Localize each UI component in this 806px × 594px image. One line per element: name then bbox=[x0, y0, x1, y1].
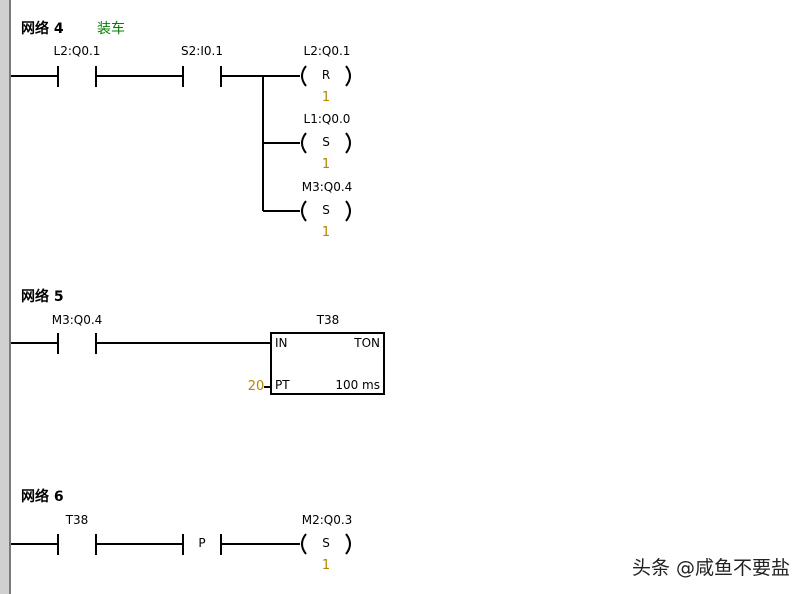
timer-box[interactable]: IN TON PT 100 ms bbox=[270, 332, 385, 395]
coil-op: S bbox=[322, 203, 330, 217]
contact-label: L2:Q0.1 bbox=[53, 44, 101, 58]
left-power-rail bbox=[0, 0, 11, 594]
timer-pt-pin: PT bbox=[275, 378, 290, 392]
contact-label: M3:Q0.4 bbox=[51, 313, 103, 327]
coil-op: R bbox=[321, 68, 331, 82]
contact-p-label: P bbox=[198, 536, 206, 550]
coil-label: M3:Q0.4 bbox=[301, 180, 353, 194]
timer-name: T38 bbox=[316, 313, 340, 327]
coil-m2-q03-right bbox=[345, 533, 351, 555]
coil-value: 1 bbox=[321, 225, 331, 240]
coil-m2-q03-left bbox=[301, 533, 307, 555]
coil-value: 1 bbox=[321, 558, 331, 573]
timer-in-pin: IN bbox=[275, 336, 288, 350]
network-4-title: 网络 4 bbox=[21, 21, 64, 37]
coil-m3-q04-right bbox=[345, 200, 351, 222]
coil-l2-q01-right bbox=[345, 65, 351, 87]
coil-label: L2:Q0.1 bbox=[303, 44, 351, 58]
coil-value: 1 bbox=[321, 157, 331, 172]
contact-label: T38 bbox=[65, 513, 89, 527]
coil-m3-q04-left bbox=[301, 200, 307, 222]
timer-resolution: 100 ms bbox=[335, 378, 380, 392]
timer-pt-value: 20 bbox=[247, 379, 265, 394]
coil-label: M2:Q0.3 bbox=[301, 513, 353, 527]
coil-label: L1:Q0.0 bbox=[303, 112, 351, 126]
network-5-title: 网络 5 bbox=[21, 289, 64, 305]
coil-l1-q00-right bbox=[345, 132, 351, 154]
timer-type: TON bbox=[354, 336, 380, 350]
watermark: 头条 @咸鱼不要盐 bbox=[631, 557, 790, 579]
network-4-comment: 装车 bbox=[97, 21, 125, 37]
coil-op: S bbox=[322, 135, 330, 149]
coil-l1-q00-left bbox=[301, 132, 307, 154]
network-6-title: 网络 6 bbox=[21, 489, 64, 505]
coil-value: 1 bbox=[321, 90, 331, 105]
coil-op: S bbox=[322, 536, 330, 550]
contact-label: S2:I0.1 bbox=[181, 44, 223, 58]
coil-l2-q01-left bbox=[301, 65, 307, 87]
